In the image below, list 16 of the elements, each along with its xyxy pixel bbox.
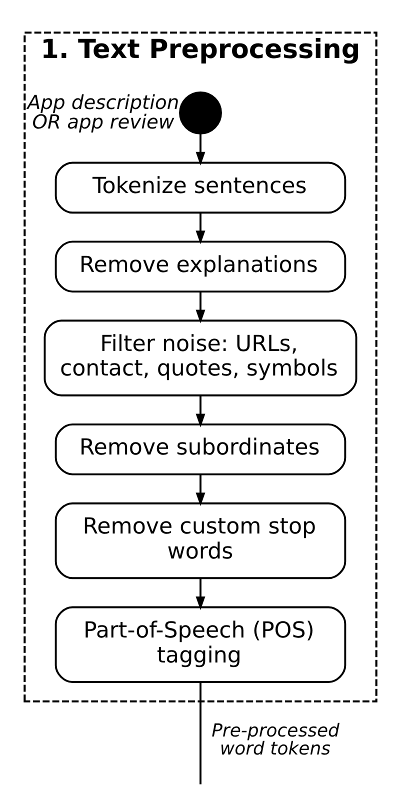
arrow — [196, 212, 206, 244]
node-box: Tokenize sentences — [54, 162, 346, 214]
connector — [200, 682, 202, 784]
node-box: Remove subordinates — [54, 424, 346, 476]
node-box: Remove explanations — [54, 240, 346, 293]
edge-label: Pre-processed word tokens — [212, 720, 340, 760]
node-box: Part-of-Speech (POS) tagging — [54, 606, 346, 683]
arrow — [196, 395, 206, 428]
arrow — [196, 474, 206, 506]
node-circle — [179, 91, 222, 134]
node-box: Filter noise: URLs, contact, quotes, symbols — [44, 320, 358, 396]
arrow — [196, 292, 206, 324]
arrow — [196, 578, 206, 610]
node-box: Remove custom stop words — [54, 502, 346, 580]
node-label: App description OR app review — [27, 91, 180, 134]
arrow — [196, 134, 206, 166]
